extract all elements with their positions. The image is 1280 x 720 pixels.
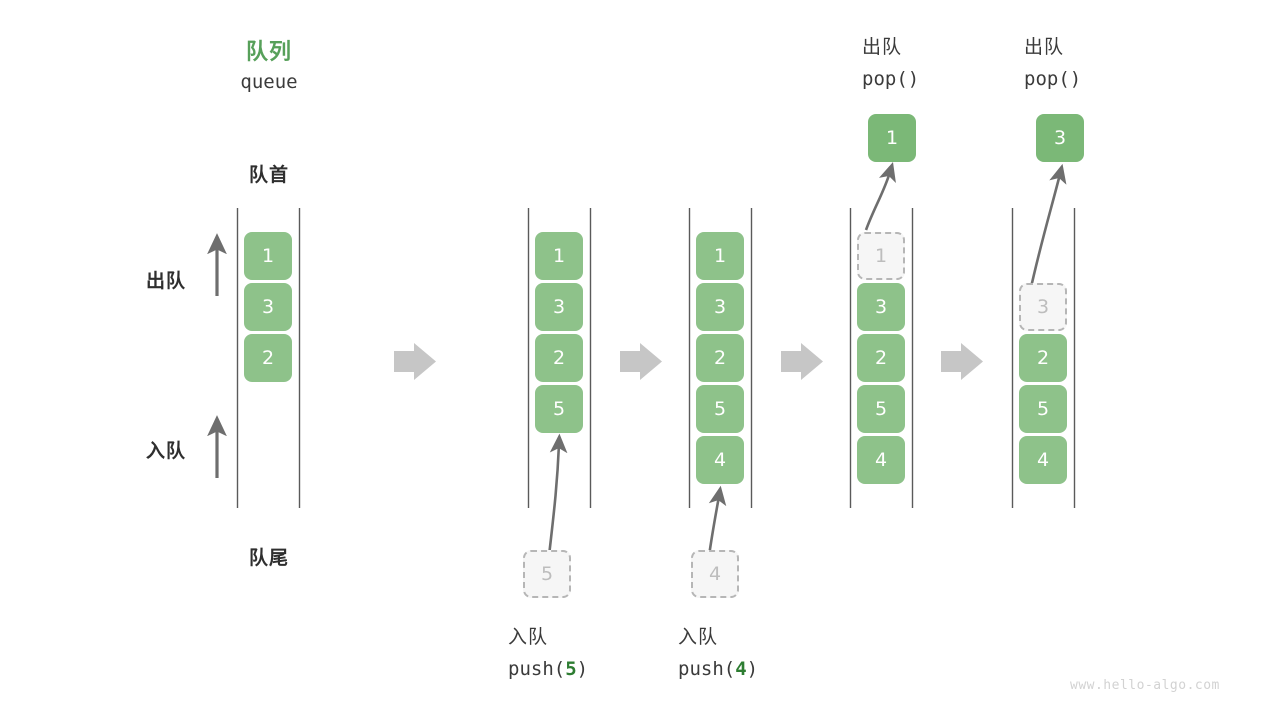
transition-arrow-2 [620, 343, 662, 380]
pop-3-operation-label: 出队 [1024, 36, 1065, 58]
page-title-en: queue [240, 71, 298, 93]
queue-node: 5 [696, 385, 744, 433]
queue-node: 5 [857, 385, 905, 433]
enqueue-direction-label: 入队 [146, 440, 187, 462]
queue-step-pop-3: 3 2 5 4 [1019, 283, 1067, 484]
pop-3-operation-code: pop() [1024, 68, 1081, 90]
queue-node: 2 [696, 334, 744, 382]
dequeue-direction-label: 出队 [146, 270, 187, 292]
code-arg: 4 [735, 658, 747, 680]
popped-node-1: 1 [868, 114, 916, 162]
queue-node: 2 [1019, 334, 1067, 382]
pop-1-operation-code: pop() [862, 68, 919, 90]
watermark: www.hello-algo.com [1070, 678, 1220, 693]
code-suffix: ) [576, 658, 589, 680]
incoming-node-ghost-4: 4 [691, 550, 739, 598]
pop-3-arrow [1028, 163, 1067, 293]
queue-node: 2 [535, 334, 583, 382]
queue-node: 1 [696, 232, 744, 280]
transition-arrow-1 [394, 343, 436, 380]
queue-step-push-5: 1 3 2 5 [535, 232, 583, 433]
pop-1-arrow [864, 162, 896, 231]
incoming-node-ghost-5: 5 [523, 550, 571, 598]
queue-node: 3 [696, 283, 744, 331]
queue-node-removed: 1 [857, 232, 905, 280]
push-4-operation-label: 入队 [678, 626, 719, 648]
queue-node: 3 [857, 283, 905, 331]
transition-arrow-4 [941, 343, 983, 380]
page-title: 队列 [245, 40, 292, 65]
queue-step-push-4: 1 3 2 5 4 [696, 232, 744, 484]
push-5-operation-code: push(5) [508, 658, 588, 680]
code-prefix: push( [678, 658, 736, 680]
queue-node: 4 [857, 436, 905, 484]
queue-node: 5 [1019, 385, 1067, 433]
code-prefix: push( [508, 658, 566, 680]
queue-node: 2 [857, 334, 905, 382]
queue-node-new: 4 [696, 436, 744, 484]
queue-step-initial: 1 3 2 [244, 232, 292, 382]
queue-node: 1 [244, 232, 292, 280]
queue-node: 2 [244, 334, 292, 382]
push-4-arrow [707, 485, 727, 557]
pop-1-operation-label: 出队 [862, 36, 903, 58]
push-4-operation-code: push(4) [678, 658, 758, 680]
queue-node: 4 [1019, 436, 1067, 484]
queue-node: 1 [535, 232, 583, 280]
push-5-operation-label: 入队 [508, 626, 549, 648]
code-suffix: ) [907, 68, 920, 90]
queue-node-removed: 3 [1019, 283, 1067, 331]
queue-node: 3 [244, 283, 292, 331]
queue-node: 3 [535, 283, 583, 331]
push-5-arrow [547, 433, 568, 557]
queue-tail-label: 队尾 [248, 547, 289, 569]
code-prefix: pop( [862, 68, 908, 90]
queue-step-pop-1: 1 3 2 5 4 [857, 232, 905, 484]
popped-node-3: 3 [1036, 114, 1084, 162]
code-suffix: ) [1069, 68, 1082, 90]
code-suffix: ) [746, 658, 759, 680]
queue-node-new: 5 [535, 385, 583, 433]
transition-arrow-3 [781, 343, 823, 380]
queue-head-label: 队首 [248, 164, 289, 186]
code-prefix: pop( [1024, 68, 1070, 90]
code-arg: 5 [565, 658, 577, 680]
